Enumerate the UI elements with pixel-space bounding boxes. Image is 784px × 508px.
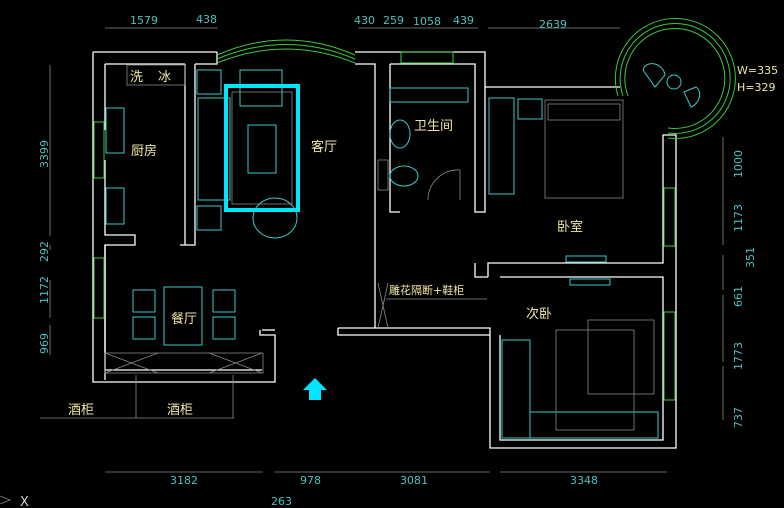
dim-right-0: 1000: [732, 150, 745, 178]
dim-bottom-2: 978: [300, 474, 321, 487]
label-fridge: 冰: [158, 70, 171, 85]
dim-right-3: 661: [732, 286, 745, 307]
room-label-bedroom: 卧室: [557, 219, 583, 235]
room-label-bath: 卫生间: [414, 119, 453, 134]
dim-right-2: 351: [744, 247, 757, 268]
dim-right-5: 737: [732, 407, 745, 428]
dim-bottom-1: 263: [271, 495, 292, 508]
dim-left-2: 1172: [38, 276, 51, 304]
room-label-kitchen: 厨房: [131, 143, 157, 159]
entry-arrow-icon: [303, 378, 327, 400]
dim-top-4: 1058: [413, 15, 441, 28]
dim-top-0: 1579: [130, 14, 158, 27]
dim-right-4: 1773: [732, 342, 745, 370]
label-partition: 雕花隔断+鞋柜: [389, 283, 464, 297]
dim-bottom-3: 3081: [400, 474, 428, 487]
label-wine-cabinet-2: 酒柜: [167, 403, 193, 418]
bay-window: [614, 18, 736, 139]
dim-bottom-0: 3182: [170, 474, 198, 487]
walls: [92, 51, 677, 449]
room-label-dining: 餐厅: [171, 311, 197, 327]
dim-top-5: 439: [453, 14, 474, 27]
dim-top-1: 438: [196, 13, 217, 26]
dim-top-6: 2639: [539, 18, 567, 31]
dim-top-3: 259: [383, 14, 404, 27]
dim-left-0: 3399: [38, 140, 51, 168]
dim-right-1: 1173: [732, 204, 745, 232]
windows: [93, 51, 676, 401]
dim-left-1: 292: [38, 241, 51, 262]
window-height: H=329: [737, 81, 775, 94]
dim-left-3: 969: [38, 333, 51, 354]
window-width: W=335: [737, 64, 778, 77]
room-label-living: 客厅: [311, 139, 337, 155]
dimension-lines: [49, 27, 724, 473]
dim-bottom-4: 3348: [570, 474, 598, 487]
dim-top-2: 430: [354, 14, 375, 27]
plant-icon: [196, 205, 222, 231]
furniture: [40, 64, 659, 439]
room-label-second-bedroom: 次卧: [526, 306, 552, 322]
axis-label: X: [20, 495, 29, 508]
arc-window: [216, 39, 356, 64]
label-wash: 洗: [130, 70, 143, 85]
label-wine-cabinet-1: 酒柜: [68, 403, 94, 418]
ucs-icon: [0, 495, 12, 505]
